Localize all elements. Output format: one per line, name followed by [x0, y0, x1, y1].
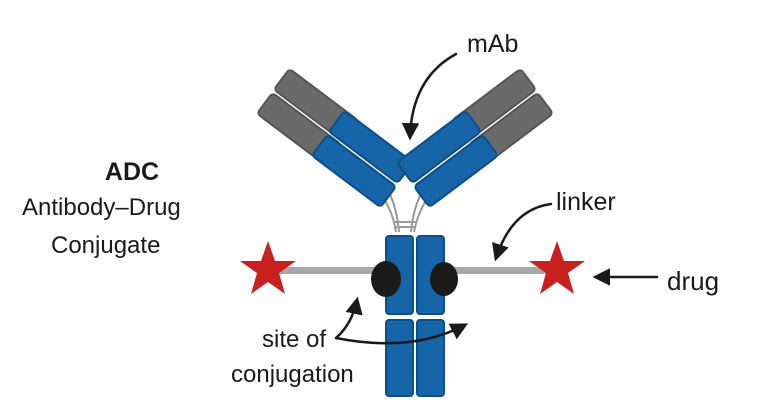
fc-stem	[386, 236, 444, 396]
site-label-line2: conjugation	[231, 361, 354, 389]
linker-bar-left	[272, 267, 388, 274]
site-label-line1: site of	[262, 326, 326, 354]
heavy-chain-domain	[417, 320, 444, 396]
heavy-chain-domain	[386, 320, 413, 396]
site-arrow-left	[336, 300, 357, 338]
linker-arrow	[496, 204, 551, 258]
linker-label: linker	[556, 188, 616, 217]
conjugation-site-right	[430, 262, 458, 296]
fab-arm-left	[257, 69, 413, 208]
mab-label: mAb	[467, 30, 518, 59]
diagram-subtitle-line1: Antibody–Drug	[22, 194, 181, 222]
diagram-title: ADC	[92, 158, 172, 187]
diagram-subtitle-line2: Conjugate	[51, 232, 160, 260]
drug-label: drug	[667, 266, 719, 297]
conjugation-site-left	[371, 261, 401, 297]
